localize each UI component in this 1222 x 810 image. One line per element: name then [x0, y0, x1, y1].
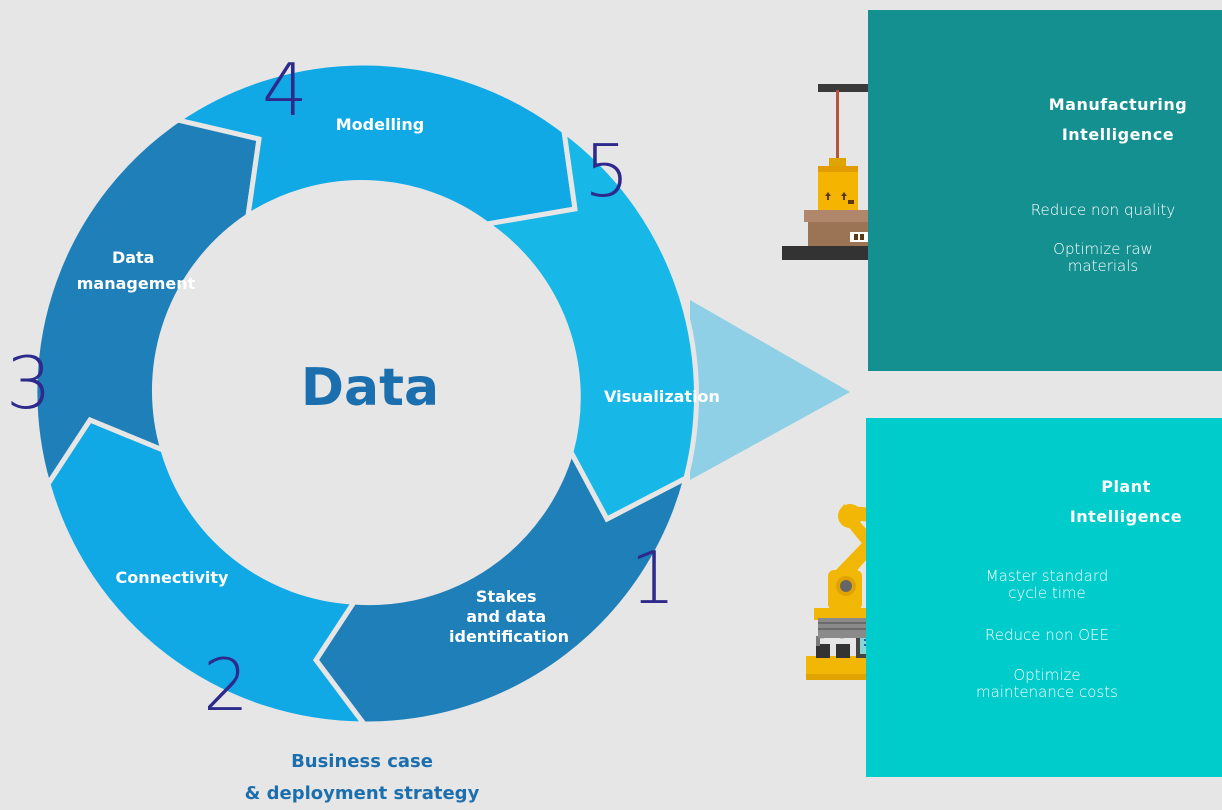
- manufacturing-benefit-1: Reduce non quality: [1030, 201, 1176, 219]
- plant-title-line-1: Plant: [1101, 477, 1151, 496]
- plant-title-line-2: Intelligence: [1069, 507, 1183, 526]
- step-3-label: Data management: [77, 248, 196, 293]
- step-1-number: 1: [630, 536, 676, 620]
- manufacturing-title-line-1: Manufacturing: [1048, 95, 1188, 114]
- step-4-number: 4: [262, 48, 308, 132]
- plant-benefit-1: Master standard cycle time: [985, 567, 1109, 602]
- footer-line-2: & deployment strategy: [244, 783, 480, 804]
- step-2-number: 2: [203, 643, 249, 727]
- step-4-label: Modelling: [336, 115, 425, 134]
- manufacturing-intelligence-panel: Manufacturing Intelligence Reduce non qu…: [868, 10, 1222, 371]
- plant-benefit-3: Optimize maintenance costs: [976, 666, 1118, 701]
- center-circle: [155, 185, 569, 599]
- step-3-number: 3: [6, 341, 52, 425]
- manufacturing-title-line-2: Intelligence: [1061, 125, 1175, 144]
- plant-intelligence-panel: Plant Intelligence Master standard cycle…: [866, 418, 1222, 777]
- step-2-label: Connectivity: [116, 568, 230, 587]
- step-5-number: 5: [584, 129, 630, 213]
- step-1-label: Stakes and data identification: [449, 587, 569, 646]
- segment-connectivity: [45, 416, 370, 727]
- step-5-label: Visualization: [604, 387, 720, 406]
- manufacturing-panel-title: Manufacturing Intelligence: [1028, 90, 1208, 150]
- plant-panel-title: Plant Intelligence: [1036, 472, 1216, 532]
- manufacturing-benefit-2: Optimize raw materials: [1053, 240, 1153, 275]
- plant-benefit-2: Reduce non OEE: [985, 626, 1109, 644]
- connector-arrow: [690, 300, 850, 480]
- center-label: Data: [301, 358, 439, 418]
- footer-caption: Business case & deployment strategy: [200, 746, 524, 810]
- footer-line-1: Business case: [291, 751, 433, 772]
- segment-visualization: [480, 125, 699, 523]
